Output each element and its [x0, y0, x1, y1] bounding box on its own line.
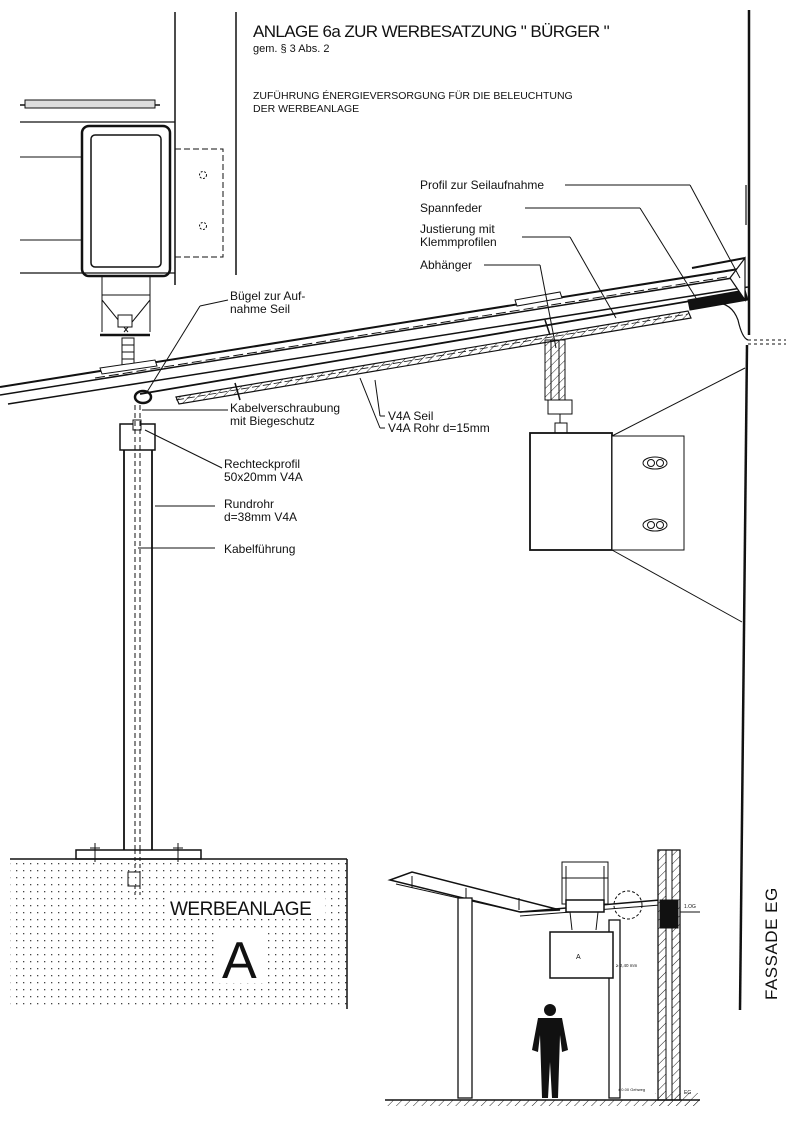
page-subtitle: gem. § 3 Abs. 2	[253, 43, 329, 55]
label-kabelverschraubung-1: Kabelverschraubung	[230, 401, 340, 415]
label-kabelfuehrung: Kabelführung	[224, 542, 295, 556]
description-line-1: ZUFÜHRUNG ÉNERGIEVERSORGUNG FÜR DIE BELE…	[253, 89, 573, 102]
label-buegel-2: nahme Seil	[230, 302, 290, 316]
person-silhouette	[532, 1004, 568, 1098]
label-justierung-1: Justierung mit	[420, 222, 495, 236]
label-kabelverschraubung-2: mit Biegeschutz	[230, 414, 315, 428]
label-rundrohr-2: d=38mm V4A	[224, 510, 297, 524]
annotation-labels: Profil zur Seilaufnahme Spannfeder Justi…	[224, 178, 544, 556]
hanging-sign-box	[529, 339, 685, 551]
leader-lines	[138, 184, 741, 549]
label-profil-seilaufnahme: Profil zur Seilaufnahme	[420, 178, 544, 192]
label-rundrohr-1: Rundrohr	[224, 497, 274, 511]
label-rechteckprofil-1: Rechteckprofil	[224, 457, 300, 471]
sign-letter: A	[222, 932, 257, 990]
inset-floor-1og: 1.OG	[684, 904, 696, 910]
inset-labels: A ≥ 2,40 mm 1.OG EG ± 0.00 Gehweg	[576, 904, 696, 1096]
label-v4a-seil: V4A Seil	[388, 409, 433, 423]
inset-sign-letter: A	[576, 954, 581, 961]
label-spannfeder: Spannfeder	[420, 201, 482, 215]
inset-elevation	[385, 849, 700, 1106]
page-title: ANLAGE 6a ZUR WERBESATZUNG " BÜRGER "	[253, 22, 610, 41]
label-rechteckprofil-2: 50x20mm V4A	[224, 470, 303, 484]
pole	[75, 405, 202, 895]
label-justierung-2: Klemmprofilen	[420, 235, 497, 249]
header: ANLAGE 6a ZUR WERBESATZUNG " BÜRGER " ge…	[253, 22, 610, 115]
facade-label: FASSADE EG	[762, 887, 781, 1000]
facade-wall	[611, 10, 751, 1011]
label-abhaenger: Abhänger	[420, 258, 472, 272]
inset-dimension: ≥ 2,40 mm	[616, 963, 637, 968]
canopy-beam	[0, 256, 786, 405]
description-line-2: DER WERBEANLAGE	[253, 103, 359, 115]
label-buegel-1: Bügel zur Auf-	[230, 289, 305, 303]
inset-level-mark: ± 0.00 Gehweg	[618, 1087, 645, 1092]
label-v4a-rohr: V4A Rohr d=15mm	[388, 421, 490, 435]
building-section-top	[20, 12, 237, 367]
inset-floor-eg: EG	[684, 1090, 691, 1096]
sign-name: WERBEANLAGE	[170, 899, 311, 920]
sign-body: WERBEANLAGE A	[10, 858, 348, 1009]
